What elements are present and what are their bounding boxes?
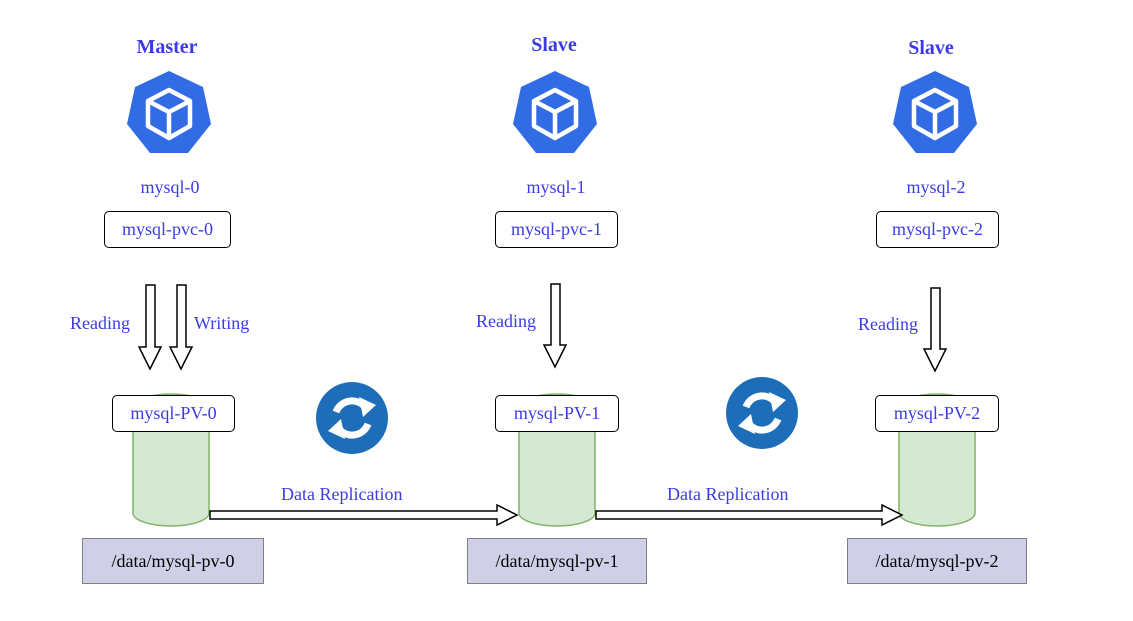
replication-label: Data Replication — [281, 484, 403, 504]
host-path-1: /data/mysql-pv-1 — [467, 538, 647, 584]
kubernetes-pod-icon — [893, 71, 977, 153]
pod-name-1: mysql-1 — [526, 177, 586, 197]
pv-box-2: mysql-PV-2 — [875, 395, 999, 432]
sync-icon — [726, 377, 798, 449]
reading-label: Reading — [476, 311, 536, 331]
sync-icon — [316, 382, 388, 454]
kubernetes-pod-icon — [513, 71, 597, 153]
writing-arrow — [168, 284, 194, 371]
role-title-1: Slave — [531, 34, 577, 56]
role-title-2: Slave — [908, 37, 954, 59]
host-path-0: /data/mysql-pv-0 — [82, 538, 264, 584]
host-path-2: /data/mysql-pv-2 — [847, 538, 1027, 584]
reading-label: Reading — [70, 313, 130, 333]
pod-name-0: mysql-0 — [140, 177, 200, 197]
pod-name-2: mysql-2 — [906, 177, 966, 197]
replication-label: Data Replication — [667, 484, 789, 504]
kubernetes-pod-icon — [127, 71, 211, 153]
pvc-box-2: mysql-pvc-2 — [876, 211, 999, 248]
reading-arrow — [137, 284, 163, 371]
reading-label: Reading — [858, 314, 918, 334]
role-title-0: Master — [136, 36, 198, 58]
pv-box-1: mysql-PV-1 — [495, 395, 619, 432]
pv-box-0: mysql-PV-0 — [112, 395, 235, 432]
replication-arrow — [209, 503, 519, 527]
pvc-box-1: mysql-pvc-1 — [495, 211, 618, 248]
replication-arrow — [595, 503, 904, 527]
writing-label: Writing — [194, 313, 250, 333]
reading-arrow — [542, 283, 568, 369]
reading-arrow — [922, 287, 948, 373]
pvc-box-0: mysql-pvc-0 — [104, 211, 231, 248]
